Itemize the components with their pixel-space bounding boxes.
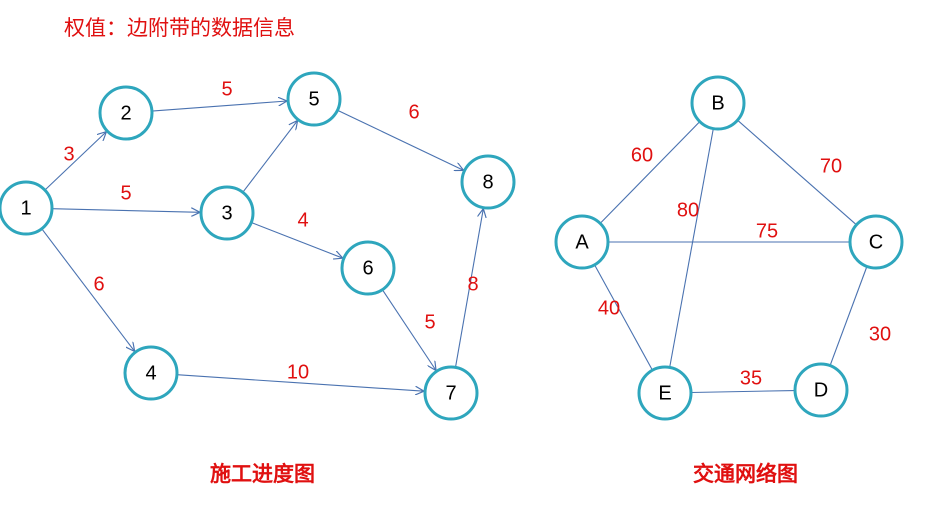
edge-weight-7-8: 8 xyxy=(467,273,478,295)
node-6 xyxy=(340,240,396,296)
edge-A-B xyxy=(599,121,700,224)
edge-B-E xyxy=(669,128,714,367)
node-B xyxy=(690,75,746,131)
construction-schedule-caption: 施工进度图 xyxy=(210,461,315,486)
edge-weight-4-7: 10 xyxy=(287,361,309,383)
edge-5-8 xyxy=(337,109,463,170)
page-title: 权值：边附带的数据信息 xyxy=(64,16,295,40)
construction-schedule-graph: 3 5 6 5 4 6 5 10 8 1 2 3 4 5 6 7 8 xyxy=(0,71,516,421)
edge-weight-6-7: 5 xyxy=(424,311,435,333)
node-E xyxy=(637,365,693,421)
edge-weight-1-4: 6 xyxy=(93,273,104,295)
edge-weight-A-E: 40 xyxy=(598,297,620,319)
traffic-network-graph: 60 70 75 80 40 35 30 A B C D E xyxy=(554,75,904,421)
node-label-B: B xyxy=(711,92,724,114)
node-5 xyxy=(286,71,342,127)
edge-E-D xyxy=(690,389,795,394)
edge-weight-5-8: 6 xyxy=(408,101,419,123)
edge-weight-A-C: 75 xyxy=(756,220,778,242)
edge-C-D xyxy=(829,266,868,365)
node-label-5: 5 xyxy=(308,88,319,110)
node-label-8: 8 xyxy=(482,171,493,193)
edge-7-8 xyxy=(454,209,483,368)
node-2 xyxy=(98,85,154,141)
edge-B-C xyxy=(737,119,857,225)
node-4 xyxy=(123,345,179,401)
edge-1-2 xyxy=(44,132,107,191)
edge-weight-B-E: 80 xyxy=(677,199,699,221)
node-label-2: 2 xyxy=(120,102,131,124)
node-label-A: A xyxy=(575,231,589,253)
edge-6-7 xyxy=(381,289,436,371)
node-label-E: E xyxy=(658,382,671,404)
node-8 xyxy=(460,154,516,210)
traffic-network-caption: 交通网络图 xyxy=(693,461,798,486)
edge-weight-2-5: 5 xyxy=(221,78,232,100)
edge-weight-3-6: 4 xyxy=(297,209,308,231)
node-label-D: D xyxy=(814,379,828,401)
node-label-1: 1 xyxy=(20,197,31,219)
node-3 xyxy=(199,185,255,241)
edge-weight-1-2: 3 xyxy=(63,143,74,165)
node-D xyxy=(793,362,849,418)
node-label-6: 6 xyxy=(362,257,373,279)
edge-3-6 xyxy=(251,221,343,258)
node-label-7: 7 xyxy=(445,382,456,404)
node-label-4: 4 xyxy=(145,362,156,384)
node-label-C: C xyxy=(869,231,883,253)
edge-weight-C-D: 30 xyxy=(869,323,891,345)
edge-weight-B-C: 70 xyxy=(820,155,842,177)
edge-1-3 xyxy=(51,209,200,213)
node-A xyxy=(554,214,610,270)
edge-A-E xyxy=(594,264,653,370)
node-label-3: 3 xyxy=(221,202,232,224)
node-7 xyxy=(423,365,479,421)
edge-weight-E-D: 35 xyxy=(740,367,762,389)
edge-1-4 xyxy=(41,228,135,352)
edge-weight-1-3: 5 xyxy=(120,182,131,204)
edge-3-5 xyxy=(242,120,298,193)
edge-2-5 xyxy=(151,101,287,112)
node-C xyxy=(848,214,904,270)
node-1 xyxy=(0,180,54,236)
edge-4-7 xyxy=(176,374,424,391)
edge-weight-A-B: 60 xyxy=(631,144,653,166)
